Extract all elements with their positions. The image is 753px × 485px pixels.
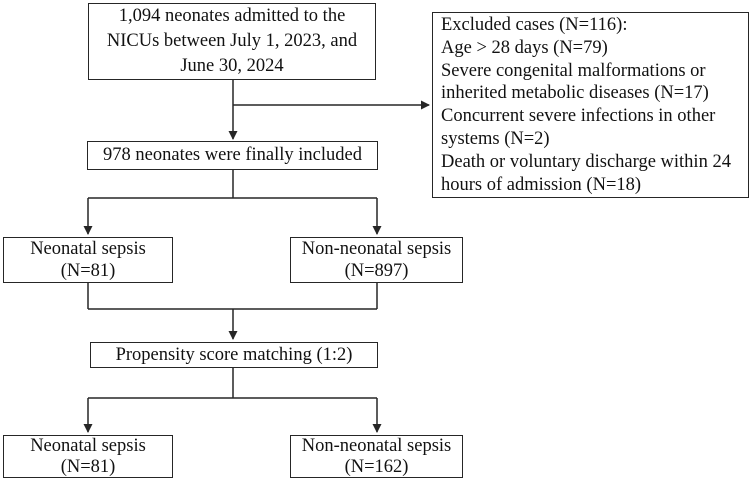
box-non-neonatal-sepsis-matched-label: Non-neonatal sepsis [301,435,452,456]
box-non-neonatal-sepsis-count: (N=897) [344,261,409,281]
box-excluded-title: Excluded cases (N=116): [441,15,628,35]
box-neonatal-sepsis-count: (N=81) [60,261,116,281]
box-propensity-score-matching: Propensity score matching (1:2) [90,342,378,368]
box-excluded-item: Age > 28 days (N=79) [441,37,608,58]
box-non-neonatal-sepsis-matched-count: (N=162) [344,456,409,477]
box-non-neonatal-sepsis-label: Non-neonatal sepsis [301,239,452,259]
box-included: 978 neonates were finally included [87,141,378,170]
box-excluded-item: Concurrent severe infections in other sy… [441,106,716,149]
box-psm-text: Propensity score matching (1:2) [115,344,353,365]
box-included-text: 978 neonates were finally included [103,145,362,165]
box-admitted-line: June 30, 2024 [180,56,284,76]
box-excluded: Excluded cases (N=116): Age > 28 days (N… [432,12,749,198]
box-neonatal-sepsis-matched-label: Neonatal sepsis [30,435,146,456]
box-neonatal-sepsis-matched: Neonatal sepsis (N=81) [3,435,173,478]
box-neonatal-sepsis: Neonatal sepsis (N=81) [3,237,173,283]
box-non-neonatal-sepsis-matched: Non-neonatal sepsis (N=162) [290,435,463,478]
box-neonatal-sepsis-matched-count: (N=81) [60,456,116,477]
box-excluded-item: Severe congenital malformations or inher… [441,60,709,104]
box-admitted-line: NICUs between July 1, 2023, and [106,31,358,51]
box-non-neonatal-sepsis: Non-neonatal sepsis (N=897) [290,237,463,283]
box-neonatal-sepsis-label: Neonatal sepsis [30,239,146,259]
box-admitted-line: 1,094 neonates admitted to the [118,6,346,26]
box-excluded-item: Death or voluntary discharge within 24 h… [441,151,731,195]
box-admitted: 1,094 neonates admitted to the NICUs bet… [88,3,376,80]
